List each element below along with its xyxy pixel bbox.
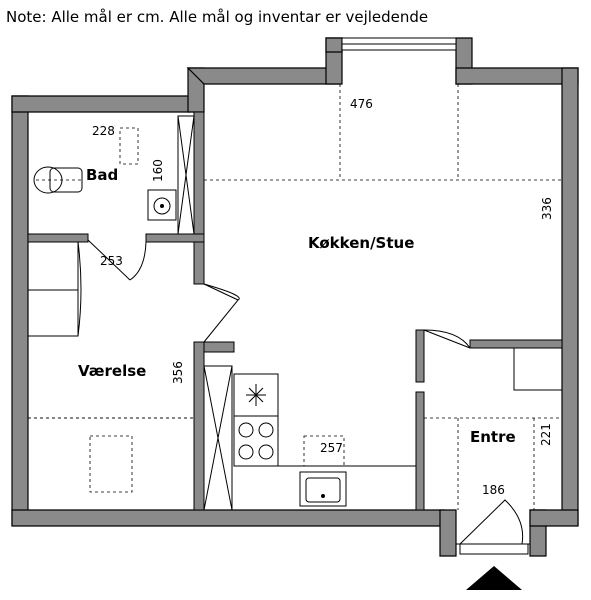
dim-bad-width: 228 — [92, 124, 115, 138]
toilet-icon — [33, 166, 83, 194]
dim-kokken-width: 476 — [350, 97, 373, 111]
fan-icon — [246, 384, 266, 406]
burner-icon — [258, 444, 274, 460]
wardrobe — [27, 241, 79, 337]
labels: Bad 228 160 Køkken/Stue 476 336 Værelse … — [78, 97, 554, 497]
room-label-vaerelse: Værelse — [78, 362, 146, 380]
entrance-arrow-icon — [466, 566, 522, 590]
dim-kitchen-counter: 257 — [320, 441, 343, 455]
disclaimer-note: Note: Alle mål er cm. Alle mål og invent… — [6, 8, 429, 26]
sink-icon — [147, 189, 177, 221]
closet — [203, 365, 233, 511]
dim-bad-height: 160 — [151, 159, 165, 182]
burner-icon — [238, 444, 254, 460]
room-label-bad: Bad — [86, 166, 118, 184]
room-label-kokken-stue: Køkken/Stue — [308, 234, 414, 252]
burner-icon — [258, 422, 274, 438]
dim-entre-width: 186 — [482, 483, 505, 497]
bathroom-door — [87, 239, 147, 281]
entre — [423, 329, 563, 590]
kitchen — [28, 84, 562, 507]
entrance-door — [456, 499, 530, 555]
stove — [233, 415, 279, 467]
bathroom — [33, 115, 195, 281]
shower-cabinet — [177, 115, 195, 235]
dim-entre-height: 221 — [539, 423, 553, 446]
bed-outline — [89, 435, 133, 493]
bedroom-door — [203, 283, 240, 343]
room-label-entre: Entre — [470, 428, 516, 446]
dim-vaerelse-height: 356 — [171, 361, 185, 384]
burner-icon — [238, 422, 254, 438]
dim-vaerelse-width: 253 — [100, 254, 123, 268]
window — [341, 37, 457, 84]
kitchen-sink-icon — [299, 471, 347, 507]
outer-walls — [11, 37, 579, 557]
dim-kokken-height: 336 — [540, 197, 554, 220]
